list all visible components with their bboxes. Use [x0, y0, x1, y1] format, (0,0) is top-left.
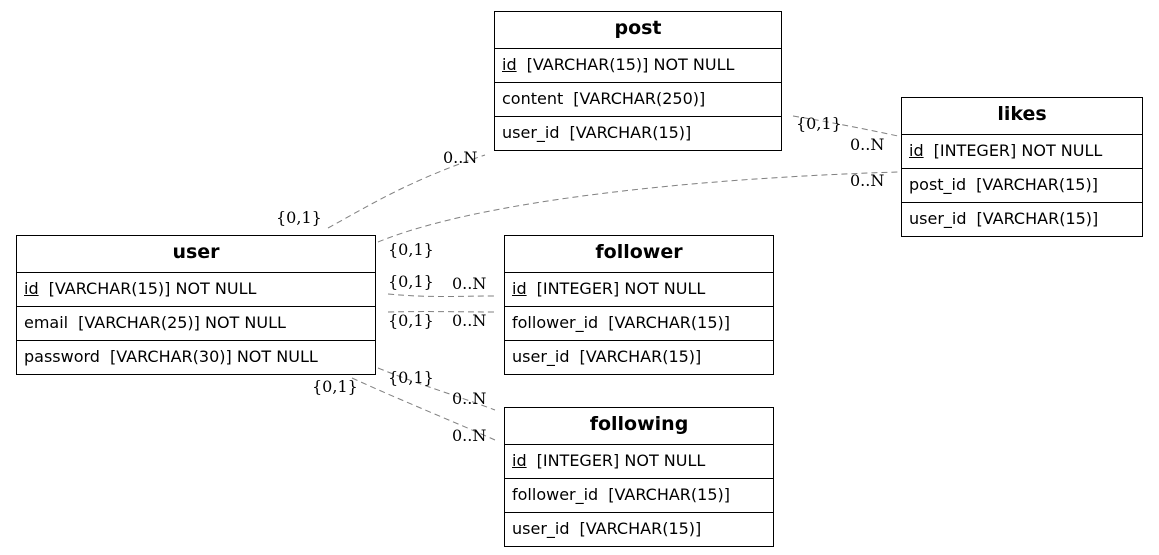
field-type: [VARCHAR(25)] NOT NULL: [78, 313, 286, 332]
field-row: email [VARCHAR(25)] NOT NULL: [17, 307, 375, 341]
field-name: content: [502, 89, 564, 108]
field-type: [VARCHAR(15)]: [569, 123, 692, 142]
field-type: [VARCHAR(15)]: [976, 175, 1098, 194]
field-type: [INTEGER] NOT NULL: [933, 141, 1103, 160]
field-name: id: [909, 141, 924, 160]
field-name: password: [24, 347, 100, 366]
field-type: [VARCHAR(15)]: [608, 485, 730, 504]
field-name: id: [24, 279, 39, 298]
field-name: follower_id: [512, 313, 599, 332]
relationship-line-user-follower-id: [387, 293, 496, 297]
cardinality-label: {0,1}: [388, 240, 434, 259]
cardinality-label: {0,1}: [312, 377, 358, 396]
field-name: id: [512, 279, 527, 298]
field-type: [VARCHAR(15)]: [579, 347, 702, 366]
field-name: id: [512, 451, 527, 470]
field-name: user_id: [512, 519, 570, 538]
field-row: user_id [VARCHAR(15)]: [505, 513, 773, 546]
entity-title: follower: [505, 236, 773, 273]
field-type: [INTEGER] NOT NULL: [536, 279, 706, 298]
field-name: user_id: [512, 347, 570, 366]
field-type: [VARCHAR(15)]: [608, 313, 730, 332]
field-row: user_id [VARCHAR(15)]: [505, 341, 773, 374]
cardinality-label: {0,1}: [796, 114, 842, 133]
cardinality-label: 0..N: [850, 135, 885, 154]
entity-title: post: [495, 12, 781, 49]
field-type: [VARCHAR(15)]: [579, 519, 702, 538]
field-type: [VARCHAR(30)] NOT NULL: [109, 347, 318, 366]
cardinality-label: {0,1}: [388, 311, 434, 330]
relationship-line-user-post: [327, 154, 486, 229]
field-type: [VARCHAR(15)] NOT NULL: [526, 55, 735, 74]
field-name: post_id: [909, 175, 967, 194]
field-row: id [INTEGER] NOT NULL: [505, 273, 773, 307]
field-name: user_id: [502, 123, 560, 142]
entity-title: following: [505, 408, 773, 445]
field-name: follower_id: [512, 485, 599, 504]
cardinality-label: {0,1}: [388, 368, 434, 387]
entity-follower[interactable]: follower id [INTEGER] NOT NULL follower_i…: [504, 235, 774, 375]
cardinality-label: 0..N: [452, 426, 487, 445]
field-row: user_id [VARCHAR(15)]: [495, 117, 781, 150]
field-type: [INTEGER] NOT NULL: [536, 451, 706, 470]
field-type: [VARCHAR(15)] NOT NULL: [48, 279, 257, 298]
relationship-line-post-likes: [792, 115, 899, 137]
cardinality-label: 0..N: [850, 171, 885, 190]
cardinality-label: 0..N: [443, 148, 478, 167]
field-row: follower_id [VARCHAR(15)]: [505, 479, 773, 513]
entity-title: user: [17, 236, 375, 273]
field-row: password [VARCHAR(30)] NOT NULL: [17, 341, 375, 374]
entity-likes[interactable]: likes id [INTEGER] NOT NULL post_id [VARCH…: [901, 97, 1143, 237]
entity-post[interactable]: post id [VARCHAR(15)] NOT NULL content [VA…: [494, 11, 782, 151]
cardinality-label: 0..N: [452, 274, 487, 293]
field-name: id: [502, 55, 517, 74]
cardinality-label: 0..N: [452, 311, 487, 330]
cardinality-label: {0,1}: [276, 208, 322, 227]
field-name: email: [24, 313, 69, 332]
relationship-line-user-following-a: [377, 367, 496, 411]
relationship-line-user-likes: [377, 171, 899, 243]
field-type: [VARCHAR(15)]: [976, 209, 1099, 228]
field-row: post_id [VARCHAR(15)]: [902, 169, 1142, 203]
field-type: [VARCHAR(250)]: [573, 89, 706, 108]
cardinality-label: 0..N: [452, 389, 487, 408]
field-row: id [INTEGER] NOT NULL: [902, 135, 1142, 169]
field-row: id [INTEGER] NOT NULL: [505, 445, 773, 479]
field-row: content [VARCHAR(250)]: [495, 83, 781, 117]
field-row: follower_id [VARCHAR(15)]: [505, 307, 773, 341]
field-row: id [VARCHAR(15)] NOT NULL: [495, 49, 781, 83]
entity-following[interactable]: following id [INTEGER] NOT NULL follower_…: [504, 407, 774, 547]
field-row: user_id [VARCHAR(15)]: [902, 203, 1142, 236]
cardinality-label: {0,1}: [388, 272, 434, 291]
field-row: id [VARCHAR(15)] NOT NULL: [17, 273, 375, 307]
entity-title: likes: [902, 98, 1142, 135]
field-name: user_id: [909, 209, 967, 228]
entity-user[interactable]: user id [VARCHAR(15)] NOT NULL email [VARC…: [16, 235, 376, 375]
